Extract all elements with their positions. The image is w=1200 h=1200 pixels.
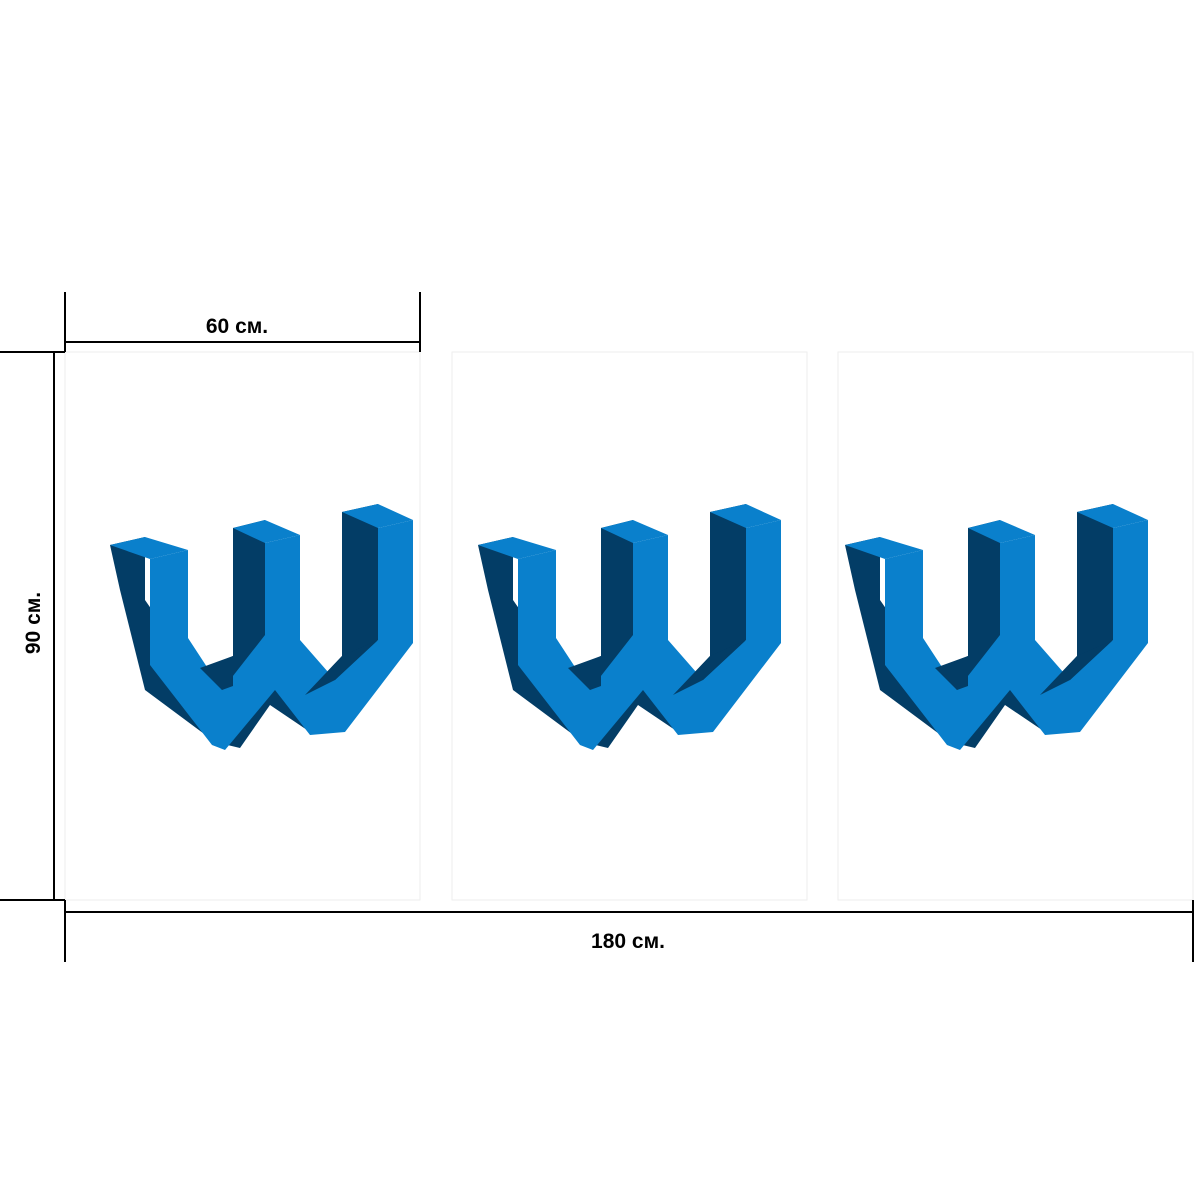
panel-left [64, 351, 421, 901]
dimension-label-180: 180 см. [591, 930, 665, 953]
dimension-width-60 [64, 292, 421, 352]
panel-right [837, 351, 1194, 901]
dimension-width-180 [64, 900, 1194, 962]
dimension-label-60: 60 см. [206, 315, 268, 338]
dimension-label-90: 90 см. [22, 592, 45, 654]
panel-center [451, 351, 808, 901]
dimension-height-90 [0, 351, 65, 901]
